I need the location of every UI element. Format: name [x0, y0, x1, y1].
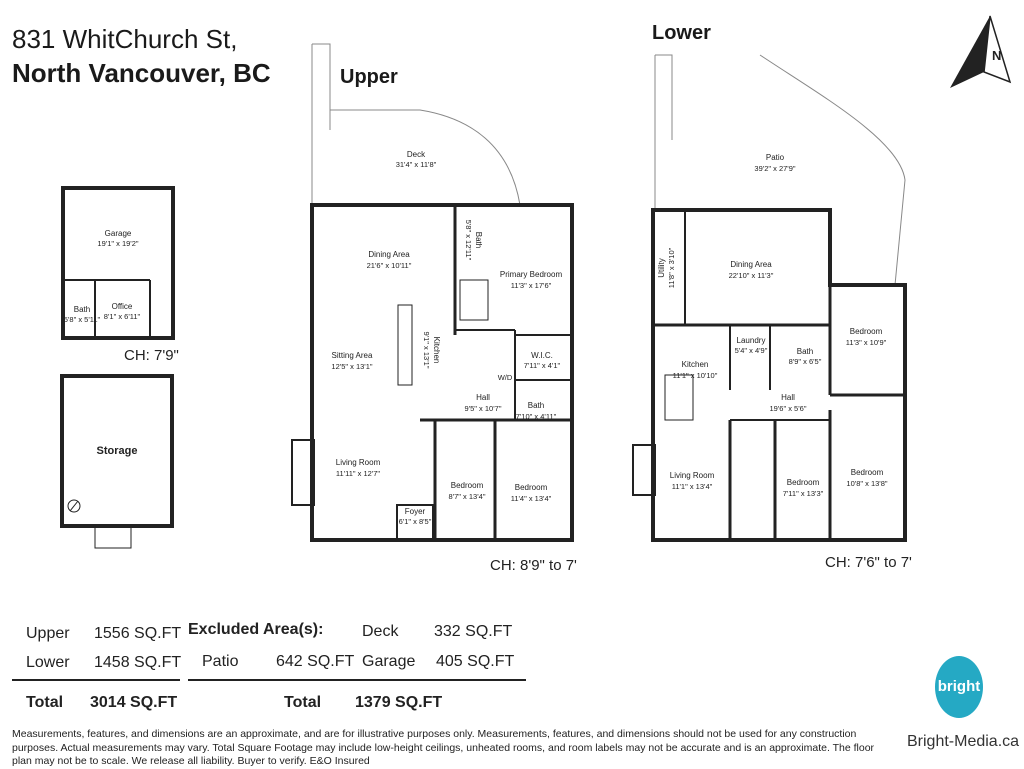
lower-dining-name: Dining Area: [730, 260, 772, 269]
area-summary: Upper 1556 SQ.FT Lower 1458 SQ.FT Total …: [12, 621, 526, 711]
upper-living-dim: 11'11" x 12'7": [336, 469, 381, 478]
deck-area-label: Deck: [362, 623, 399, 640]
lower-level-label: Lower: [652, 22, 711, 44]
lower-bed-c-dim: 10'8" x 13'8": [846, 479, 887, 488]
upper-bath1-dim: 5'8" x 12'11": [464, 220, 473, 261]
garage-ceiling-height: CH: 7'9": [124, 347, 179, 364]
excluded-total-value: 1379 SQ.FT: [355, 694, 442, 711]
patio-dim: 39'2" x 27'9": [754, 164, 795, 173]
storage-plan: [60, 374, 174, 549]
storage-name: Storage: [97, 445, 138, 457]
upper-bed2-dim: 11'4" x 13'4": [511, 494, 552, 503]
wic-dim: 7'11" x 4'1": [524, 361, 561, 370]
upper-area-value: 1556 SQ.FT: [94, 625, 181, 642]
garage-name: Garage: [105, 229, 132, 238]
upper-area-label: Upper: [26, 625, 70, 642]
lower-area-label: Lower: [26, 654, 70, 671]
lower-living-name: Living Room: [670, 471, 715, 480]
deck-name: Deck: [407, 150, 426, 159]
upper-hall-name: Hall: [476, 393, 490, 402]
deck-area-value: 332 SQ.FT: [434, 623, 512, 640]
laundry-name: Laundry: [737, 336, 766, 345]
lower-kitchen-name: Kitchen: [682, 360, 709, 369]
lower-bath-dim: 8'9" x 6'5": [789, 357, 822, 366]
lower-hall-name: Hall: [781, 393, 795, 402]
primary-bedroom-dim: 11'3" x 17'6": [511, 281, 552, 290]
laundry-dim: 5'4" x 4'9": [735, 346, 768, 355]
compass-label: N: [992, 48, 1001, 63]
upper-kitchen-name: Kitchen: [432, 337, 441, 364]
upper-bed1-name: Bedroom: [451, 481, 484, 490]
garage-bath-dim: 5'8" x 5'11": [64, 315, 101, 324]
deck-dim: 31'4" x 11'8": [396, 160, 437, 169]
lower-bath-name: Bath: [797, 347, 813, 356]
lower-living-dim: 11'1" x 13'4": [672, 482, 713, 491]
excluded-total-label: Total: [284, 694, 321, 711]
upper-bath2-dim: 7'10" x 4'11": [516, 412, 557, 421]
garage-area-label: Garage: [362, 653, 415, 670]
disclaimer: Measurements, features, and dimensions a…: [12, 728, 875, 767]
primary-bedroom-name: Primary Bedroom: [500, 270, 563, 279]
lower-plan: [632, 54, 907, 542]
patio-area-label: Patio: [202, 653, 239, 670]
address-line2: North Vancouver, BC: [12, 58, 271, 88]
upper-level-label: Upper: [340, 66, 398, 88]
upper-bath1-name: Bath: [474, 232, 483, 248]
brand-site: Bright-Media.ca: [907, 733, 1020, 750]
total-area-value: 3014 SQ.FT: [90, 694, 177, 711]
lower-bed-a-name: Bedroom: [850, 327, 883, 336]
lower-dining-dim: 22'10" x 11'3": [729, 271, 774, 280]
wic-name: W.I.C.: [531, 351, 553, 360]
bright-logo: bright: [935, 656, 983, 718]
upper-living-name: Living Room: [336, 458, 381, 467]
office-name: Office: [112, 302, 133, 311]
lower-bed-a-dim: 11'3" x 10'9": [846, 338, 887, 347]
upper-ceiling-height: CH: 8'9" to 7': [490, 557, 577, 574]
upper-plan: [291, 43, 574, 542]
upper-kitchen-dim: 9'1" x 13'1": [422, 332, 431, 369]
garage-area-value: 405 SQ.FT: [436, 653, 514, 670]
sitting-area-name: Sitting Area: [332, 351, 373, 360]
upper-dining-dim: 21'6" x 10'11": [367, 261, 412, 270]
upper-dining-name: Dining Area: [368, 250, 410, 259]
lower-bed-b-name: Bedroom: [787, 478, 820, 487]
wd-label: W/D: [498, 373, 513, 382]
foyer-name: Foyer: [405, 507, 426, 516]
address-line1: 831 WhitChurch St,: [12, 24, 238, 54]
lower-kitchen-dim: 11'1" x 10'10": [673, 371, 718, 380]
patio-name: Patio: [766, 153, 785, 162]
office-dim: 8'1" x 6'11": [104, 312, 141, 321]
lower-ceiling-height: CH: 7'6" to 7': [825, 554, 912, 571]
lower-bed-c-name: Bedroom: [851, 468, 884, 477]
utility-name: Utility: [657, 258, 666, 278]
patio-area-value: 642 SQ.FT: [276, 653, 354, 670]
utility-dim: 11'8" x 3'10": [667, 247, 676, 288]
north-arrow-icon: N: [950, 15, 1012, 88]
lower-bed-b-dim: 7'11" x 13'3": [783, 489, 824, 498]
upper-bed1-dim: 8'7" x 13'4": [449, 492, 486, 501]
excluded-title: Excluded Area(s):: [188, 621, 323, 638]
upper-bath2-name: Bath: [528, 401, 544, 410]
sitting-area-dim: 12'5" x 13'1": [331, 362, 372, 371]
foyer-dim: 6'1" x 8'5": [399, 517, 432, 526]
upper-bed2-name: Bedroom: [515, 483, 548, 492]
garage-dim: 19'1" x 19'2": [97, 239, 138, 248]
total-area-label: Total: [26, 694, 63, 711]
lower-hall-dim: 19'6" x 5'6": [770, 404, 807, 413]
garage-bath-name: Bath: [74, 305, 90, 314]
upper-hall-dim: 9'5" x 10'7": [465, 404, 502, 413]
garage-plan: [61, 186, 175, 340]
lower-area-value: 1458 SQ.FT: [94, 654, 181, 671]
